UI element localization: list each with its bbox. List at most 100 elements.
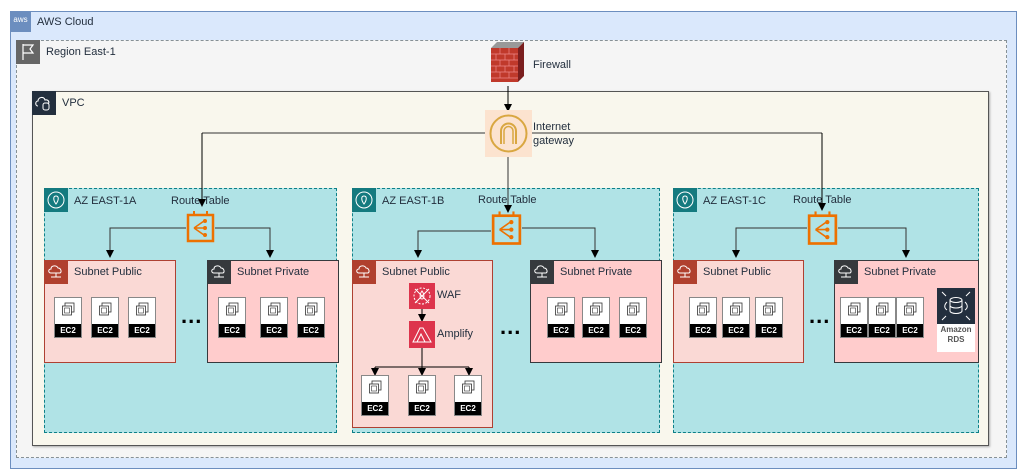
ec2-instance: EC2 (755, 297, 783, 338)
ec2-chip-icon (261, 298, 287, 324)
ec2-instance: EC2 (297, 297, 325, 338)
aws-cloud-label: AWS Cloud (37, 16, 94, 28)
subnet-cloud-icon (530, 260, 554, 284)
ec2-label: EC2 (455, 402, 481, 415)
ec2-chip-icon (455, 376, 481, 402)
ellipsis: ... (181, 303, 203, 328)
igw-label-line1: Internet (533, 121, 571, 133)
ec2-chip-icon (869, 298, 895, 324)
ec2-chip-icon (723, 298, 749, 324)
ec2-chip-icon (897, 298, 923, 324)
ec2-label: EC2 (261, 324, 287, 337)
subnet-label: Subnet Public (382, 266, 450, 278)
ec2-chip-icon (92, 298, 118, 324)
az-label: AZ EAST-1C (703, 195, 766, 207)
ec2-chip-icon (298, 298, 324, 324)
ec2-label: EC2 (756, 324, 782, 337)
ec2-instance: EC2 (689, 297, 717, 338)
ec2-instance: EC2 (54, 297, 82, 338)
route-table-icon (807, 210, 838, 246)
route-table-label: Route Table (793, 194, 852, 206)
ec2-label: EC2 (869, 324, 895, 337)
gateway-arch-icon (485, 110, 532, 157)
az-label: AZ EAST-1A (74, 195, 137, 207)
ec2-chip-icon (129, 298, 155, 324)
ec2-label: EC2 (92, 324, 118, 337)
subnet-cloud-icon (834, 260, 858, 284)
amplify-label: Amplify (437, 328, 474, 340)
rds-label-line1: Amazon (940, 325, 972, 334)
route-table-icon (491, 210, 522, 246)
subnet-label: Subnet Private (864, 266, 937, 278)
ec2-label: EC2 (690, 324, 716, 337)
location-pin-icon (673, 188, 697, 212)
subnet-cloud-icon (352, 260, 376, 284)
subnet-cloud-icon (44, 260, 68, 284)
ec2-instance: EC2 (361, 375, 389, 416)
aws-logo-icon: aws (10, 11, 31, 32)
location-pin-icon (44, 188, 68, 212)
ellipsis: ... (809, 303, 831, 328)
ec2-instance: EC2 (218, 297, 246, 338)
igw-label-line2: gateway (533, 135, 574, 147)
az-label: AZ EAST-1B (382, 195, 445, 207)
subnet-label: Subnet Private (560, 266, 633, 278)
ec2-instance: EC2 (722, 297, 750, 338)
ec2-instance: EC2 (454, 375, 482, 416)
ec2-chip-icon (55, 298, 81, 324)
route-table-icon (186, 210, 215, 243)
ec2-label: EC2 (583, 324, 609, 337)
ec2-chip-icon (756, 298, 782, 324)
brick-wall-icon (487, 40, 525, 84)
subnet-cloud-icon (207, 260, 231, 284)
ec2-instance: EC2 (260, 297, 288, 338)
ec2-instance: EC2 (896, 297, 924, 338)
ec2-chip-icon (690, 298, 716, 324)
ec2-label: EC2 (362, 402, 388, 415)
ec2-label: EC2 (219, 324, 245, 337)
cloud-lock-icon (32, 91, 56, 115)
ec2-chip-icon (362, 376, 388, 402)
vpc-label: VPC (62, 97, 85, 109)
ec2-label: EC2 (841, 324, 867, 337)
firewall-label: Firewall (533, 59, 571, 71)
ec2-instance: EC2 (619, 297, 647, 338)
subnet-cloud-icon (673, 260, 697, 284)
ec2-label: EC2 (129, 324, 155, 337)
ec2-instance: EC2 (868, 297, 896, 338)
ec2-instance: EC2 (547, 297, 575, 338)
ec2-instance: EC2 (408, 375, 436, 416)
ellipsis: ... (500, 314, 522, 339)
route-table-label: Route Table (171, 195, 230, 207)
subnet-label: Subnet Private (237, 266, 310, 278)
waf-label: WAF (437, 289, 462, 301)
ec2-instance: EC2 (840, 297, 868, 338)
route-table-label: Route Table (478, 194, 537, 206)
subnet-label: Subnet Public (74, 266, 142, 278)
ec2-chip-icon (548, 298, 574, 324)
ec2-label: EC2 (298, 324, 324, 337)
amplify-icon (409, 321, 435, 348)
database-icon (937, 288, 975, 324)
ec2-label: EC2 (548, 324, 574, 337)
ec2-instance: EC2 (91, 297, 119, 338)
ec2-label: EC2 (620, 324, 646, 337)
ec2-chip-icon (841, 298, 867, 324)
ec2-label: EC2 (897, 324, 923, 337)
region-label: Region East-1 (46, 46, 116, 58)
ec2-instance: EC2 (128, 297, 156, 338)
ec2-label: EC2 (723, 324, 749, 337)
ec2-chip-icon (583, 298, 609, 324)
waf-icon (409, 283, 435, 309)
subnet-label: Subnet Public (703, 266, 771, 278)
ec2-label: EC2 (55, 324, 81, 337)
ec2-chip-icon (219, 298, 245, 324)
rds-label-line2: RDS (947, 335, 965, 344)
ec2-label: EC2 (409, 402, 435, 415)
ec2-chip-icon (620, 298, 646, 324)
ec2-instance: EC2 (582, 297, 610, 338)
flag-icon (16, 40, 40, 64)
location-pin-icon (352, 188, 376, 212)
ec2-chip-icon (409, 376, 435, 402)
